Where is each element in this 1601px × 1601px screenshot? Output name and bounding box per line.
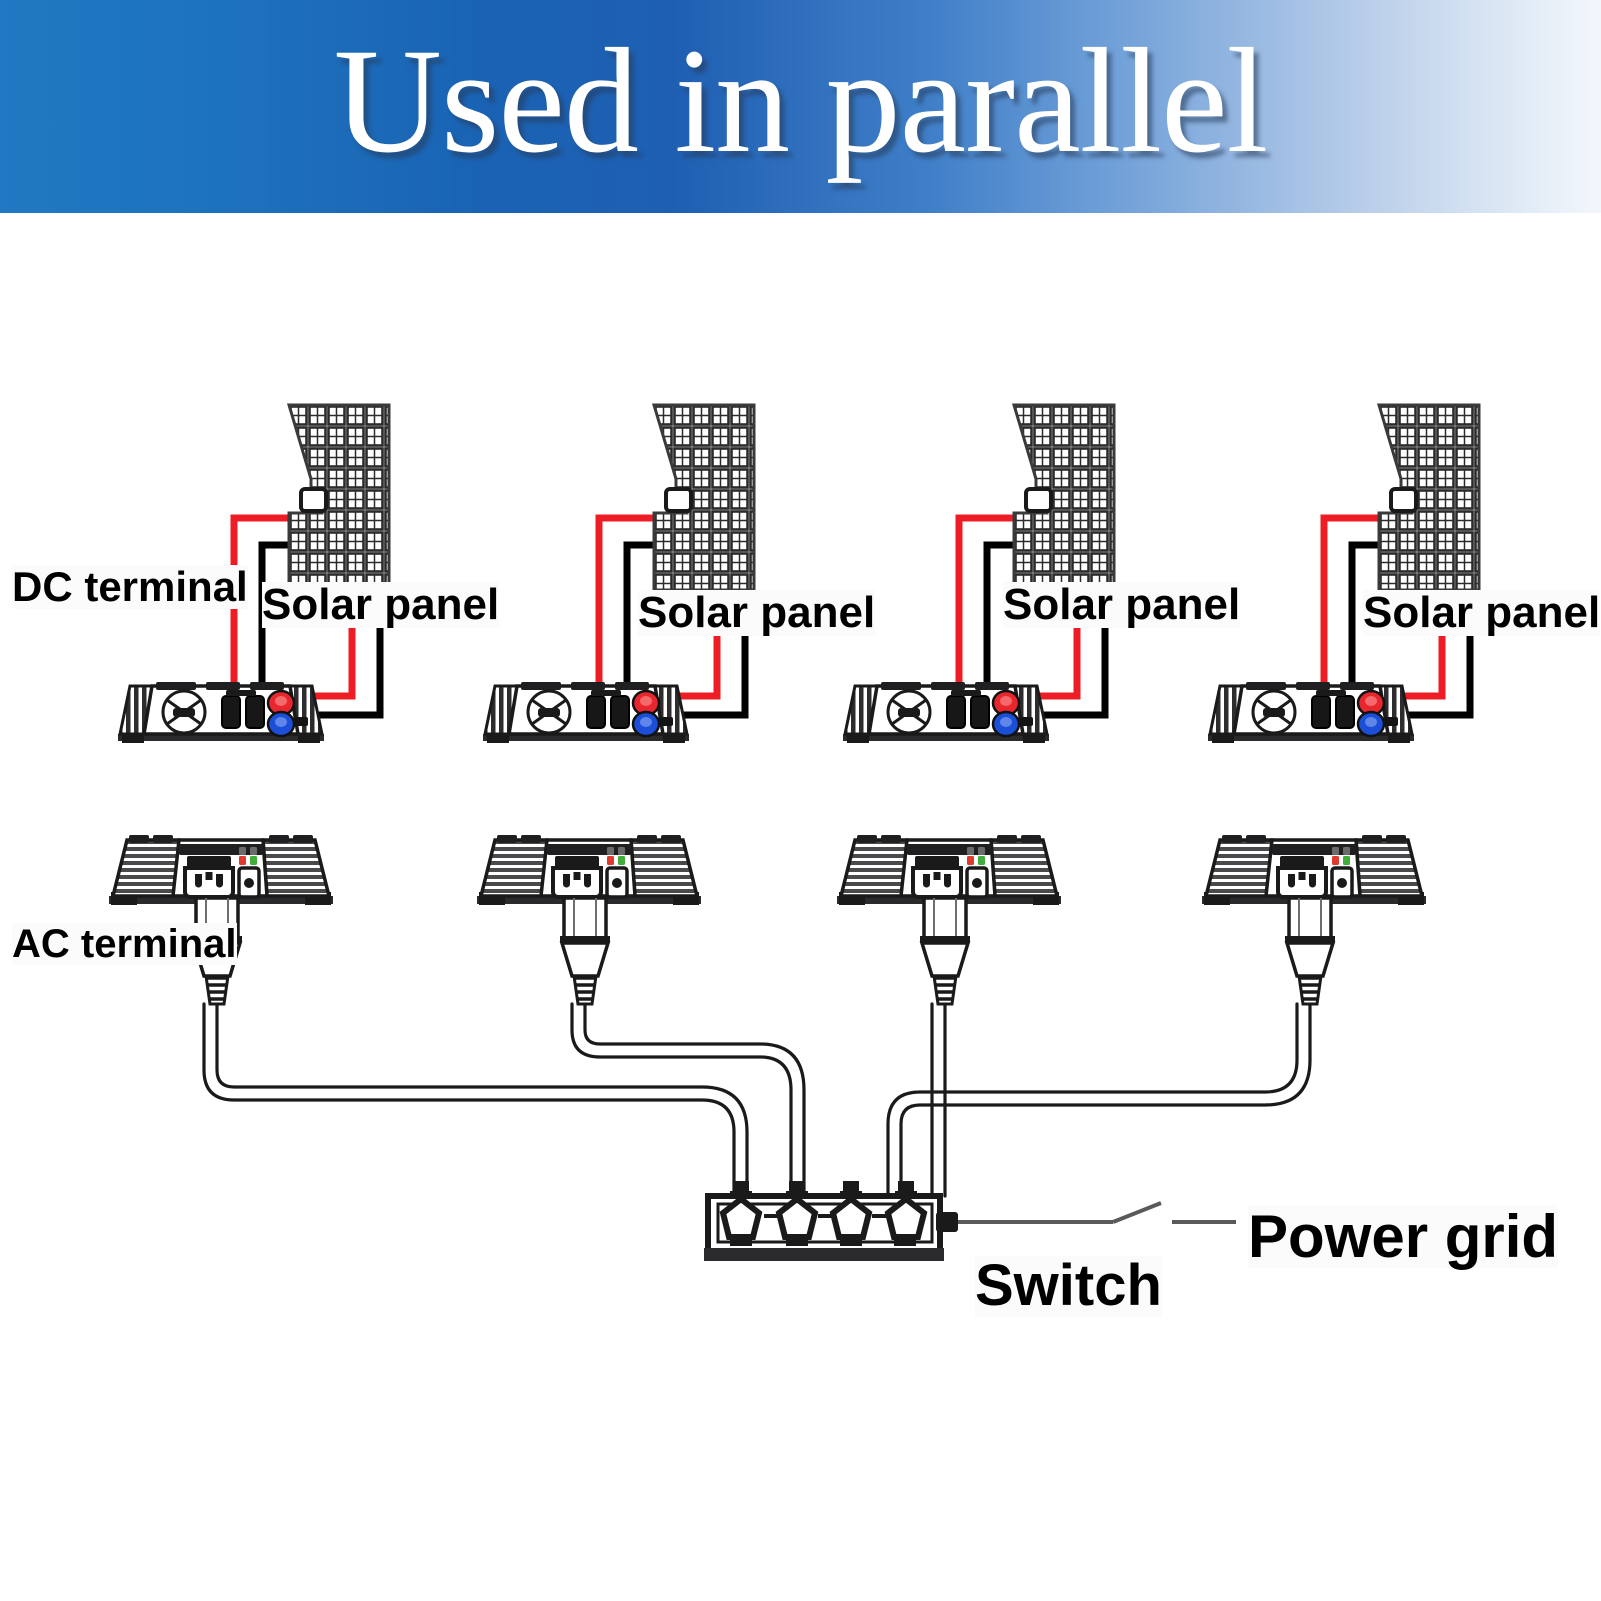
label-power-grid: Power grid <box>1248 1203 1559 1270</box>
label-dc-terminal: DC terminal <box>12 563 248 610</box>
label-solar-panel-1: Solar panel <box>262 580 500 629</box>
strip-plug-1[interactable] <box>723 1181 759 1237</box>
solar-panel-4[interactable] <box>1379 405 1479 590</box>
page-title: Used in parallel <box>333 18 1269 184</box>
ac-inverter-3[interactable] <box>835 833 1063 907</box>
ac-inverter-2[interactable] <box>475 833 703 907</box>
ac-plug-4[interactable] <box>1283 896 1337 1006</box>
label-solar-panel-3: Solar panel <box>1003 580 1241 629</box>
strip-plug-3[interactable] <box>833 1181 869 1237</box>
ac-cable-1 <box>202 1002 749 1198</box>
label-ac-terminal: AC terminal <box>12 922 237 966</box>
ac-cable-4 <box>886 1002 1312 1198</box>
label-solar-panel-4: Solar panel <box>1363 588 1601 637</box>
solar-panel-3[interactable] <box>1014 405 1114 590</box>
ac-cable-3 <box>930 1002 947 1198</box>
dc-inverter-1[interactable] <box>116 680 326 745</box>
strip-plug-4[interactable] <box>888 1181 924 1237</box>
ac-inverter-4[interactable] <box>1200 833 1428 907</box>
dc-inverter-3[interactable] <box>841 680 1051 745</box>
label-solar-panel-2: Solar panel <box>638 588 876 637</box>
header-banner: Used in parallel <box>0 0 1601 213</box>
ac-plug-2[interactable] <box>558 896 612 1006</box>
ac-cable-2 <box>570 1002 806 1198</box>
dc-inverter-4[interactable] <box>1206 680 1416 745</box>
dc-inverter-2[interactable] <box>481 680 691 745</box>
solar-panel-1[interactable] <box>289 405 389 590</box>
solar-panel-2[interactable] <box>654 405 754 590</box>
strip-plug-2[interactable] <box>779 1181 815 1237</box>
switch-symbol[interactable] <box>958 1201 1236 1224</box>
ac-inverter-1[interactable] <box>107 833 335 907</box>
label-switch: Switch <box>975 1253 1162 1318</box>
ac-cable-bundle <box>202 1002 1312 1198</box>
ac-plug-3[interactable] <box>918 896 972 1006</box>
